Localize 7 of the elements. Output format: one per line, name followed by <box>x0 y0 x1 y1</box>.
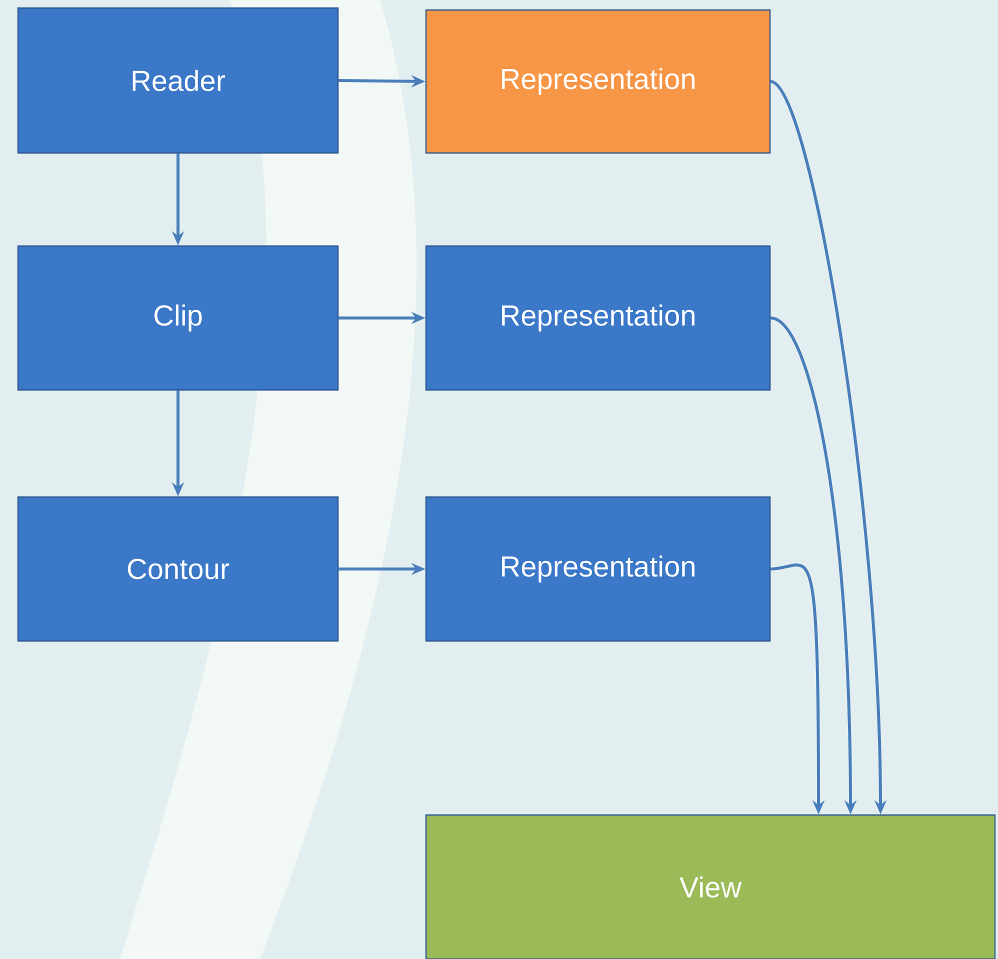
process-box: Clip <box>17 245 339 391</box>
process-box: Representation <box>425 9 771 154</box>
process-box: Representation <box>425 496 771 642</box>
process-box: Reader <box>17 7 339 154</box>
process-box: Representation <box>425 245 771 391</box>
process-box: Contour <box>17 496 339 642</box>
view-box: View <box>425 814 996 959</box>
